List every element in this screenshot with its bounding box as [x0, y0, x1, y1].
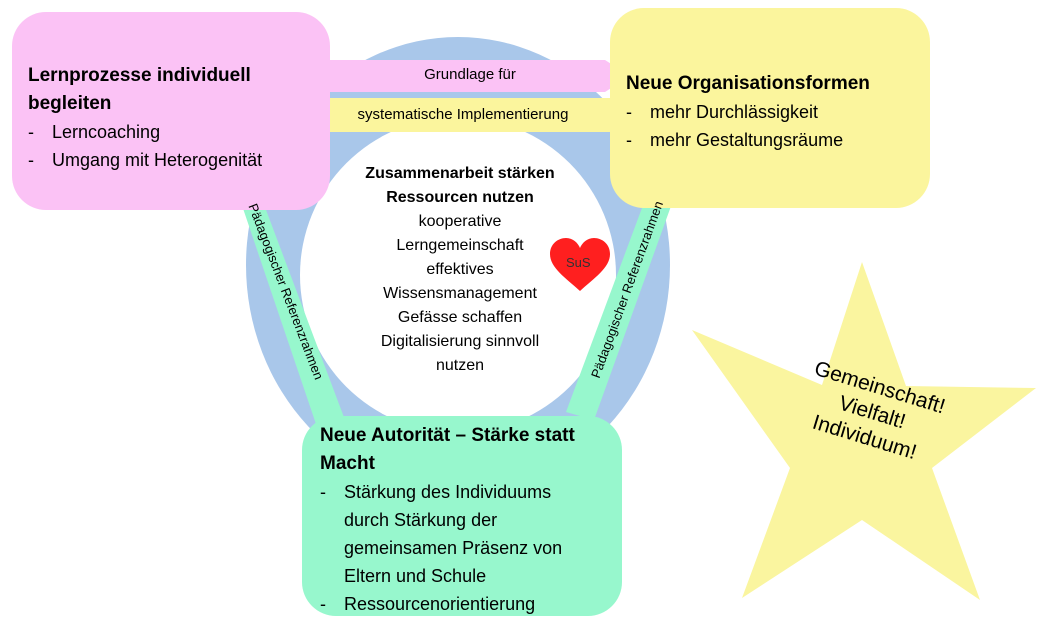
list-item: - Umgang mit Heterogenität [28, 150, 263, 170]
arrow-top-label: Grundlage für [424, 66, 516, 83]
left-reference-band [230, 162, 345, 430]
list-item: - mehr Durchlässigkeit [626, 102, 819, 122]
arrow-left-shape [305, 98, 612, 132]
box-autoritaet: Neue Autorität – Stärke statt Macht - St… [302, 416, 622, 616]
box-organisation: Neue Organisationsformen - mehr Durchläs… [610, 8, 930, 208]
right-reference-band [566, 165, 684, 420]
list-item: - Stärkung des Individuums durch Stärkun… [320, 482, 563, 586]
center-line: Digitalisierung sinnvoll [380, 333, 540, 350]
heart-label: SuS [566, 255, 591, 270]
box-lernprozesse: Lernprozesse individuell begleiten - Ler… [12, 12, 330, 210]
center-bold-line: Zusammenarbeit stärken [365, 165, 555, 182]
box-lernprozesse-title: Lernprozesse individuell begleiten [28, 65, 251, 114]
center-bold-line: Ressourcen nutzen [386, 189, 534, 206]
center-line: nutzen [435, 357, 485, 374]
star-shape [692, 262, 1036, 600]
center-text: Zusammenarbeit stärken Ressourcen nutzen… [340, 162, 580, 378]
heart-shape [550, 238, 610, 291]
arrow-right-shape [325, 60, 630, 92]
center-line: Lerngemeinschaft [396, 237, 524, 254]
center-line: kooperative [418, 213, 502, 230]
list-item: - Lerncoaching [28, 122, 161, 142]
center-line: effektives [426, 261, 494, 278]
center-line: Wissensmanagement [383, 285, 537, 302]
center-line: Gefässe schaffen [397, 309, 523, 326]
box-organisation-title: Neue Organisationsformen [626, 73, 870, 94]
arrow-bottom-label: systematische Implementierung [357, 106, 569, 123]
list-item: - Ressourcenorientierung [320, 594, 536, 614]
inner-circle [300, 117, 616, 433]
list-item: - mehr Gestaltungsräume [626, 130, 844, 150]
box-autoritaet-title: Neue Autorität – Stärke statt Macht [320, 425, 575, 474]
